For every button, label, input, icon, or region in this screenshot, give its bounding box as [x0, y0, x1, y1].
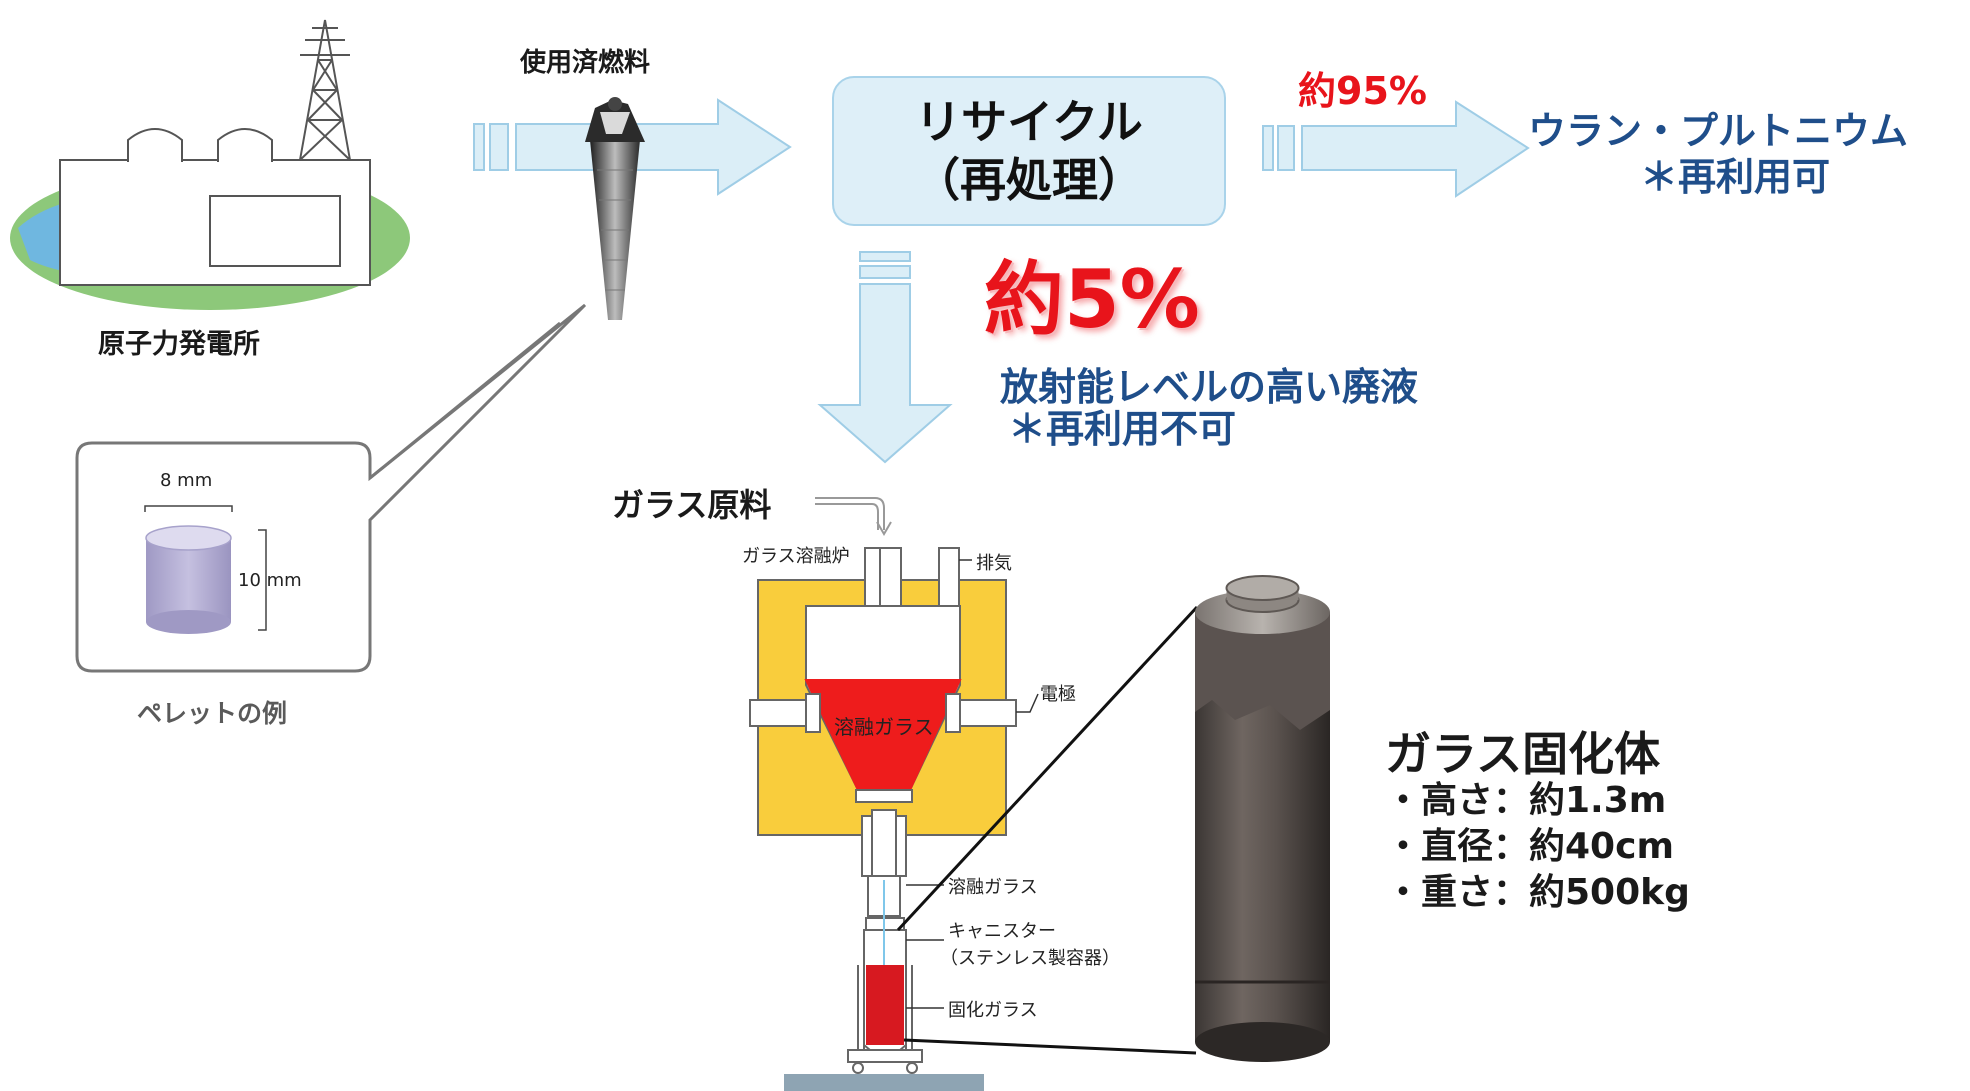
high-level-waste-label: 放射能レベルの高い廃液	[1000, 365, 1419, 409]
spent-fuel-assembly-illustration	[585, 97, 645, 320]
pellet-icon	[145, 525, 232, 634]
non-reusable-note: ＊再利用不可	[1008, 407, 1237, 451]
exhaust-label: 排気	[976, 553, 1012, 574]
pellet-caption: ペレットの例	[137, 699, 288, 728]
molten-glass-inner-label: 溶融ガラス	[834, 715, 934, 739]
canister-connector-lines	[896, 605, 1199, 1055]
percent-5: 約5%	[984, 253, 1200, 346]
uranium-plutonium-label: ウラン・プルトニウム	[1528, 109, 1909, 153]
vitrified-canister-illustration	[1195, 575, 1330, 1062]
pellet-callout	[75, 303, 587, 673]
plant-dome-1	[127, 128, 183, 162]
spec-diameter: ・直径：約40cm	[1385, 826, 1674, 867]
recycle-title: リサイクル	[915, 95, 1143, 149]
plant-dome-2	[217, 128, 273, 162]
spec-height: ・高さ：約1.3m	[1385, 780, 1667, 821]
spec-weight: ・重さ：約500kg	[1385, 872, 1690, 913]
pellet-height-label: 10 mm	[238, 570, 302, 591]
glass-material-label: ガラス原料	[612, 486, 772, 524]
reusable-note: ＊再利用可	[1640, 155, 1831, 199]
canister-material-label: （ステンレス製容器）	[940, 948, 1120, 969]
recycle-subtitle: （再処理）	[914, 153, 1144, 207]
plant-annex	[209, 195, 341, 267]
pellet-width-label: 8 mm	[160, 470, 213, 491]
transmission-tower-icon	[299, 19, 351, 161]
spent-fuel-label: 使用済燃料	[520, 48, 651, 78]
recycle-box: リサイクル （再処理）	[832, 76, 1226, 226]
pellet-dimension-lines	[144, 505, 267, 631]
vitrified-specs: ・高さ：約1.3m ・直径：約40cm ・重さ：約500kg	[1385, 778, 1690, 916]
power-plant-label: 原子力発電所	[98, 329, 260, 360]
vitrified-title: ガラス固化体	[1385, 727, 1661, 781]
solidified-glass-label: 固化ガラス	[948, 1000, 1038, 1021]
furnace-label: ガラス溶融炉	[742, 546, 850, 567]
canister-label: キャニスター	[948, 921, 1056, 942]
arrow-plant-to-recycle	[473, 98, 792, 196]
electrode-label: 電極	[1040, 684, 1076, 705]
percent-95: 約95%	[1298, 69, 1427, 113]
glass-feed-arrow	[815, 497, 892, 536]
arrow-recycle-to-vitrification	[817, 251, 953, 464]
arrow-recycle-to-uranium	[1262, 100, 1530, 198]
glass-melter-illustration	[749, 547, 1017, 1091]
molten-glass-label: 溶融ガラス	[948, 877, 1038, 898]
power-plant-illustration	[10, 19, 410, 310]
